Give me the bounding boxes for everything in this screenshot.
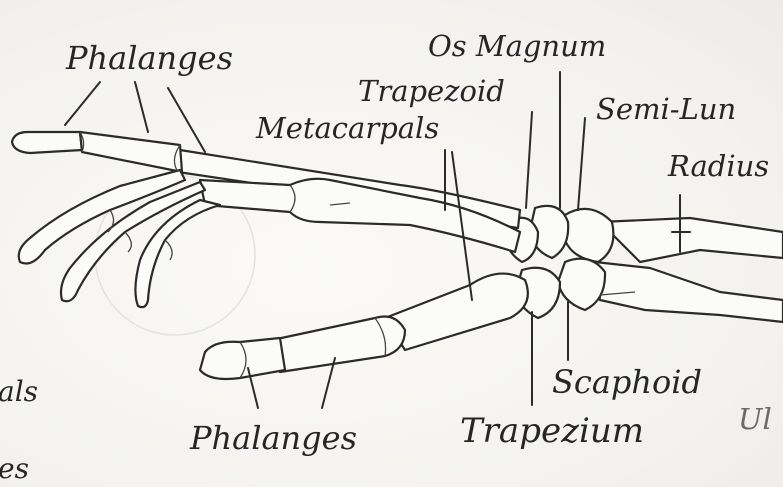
radius-bone: [600, 218, 783, 262]
metacarpal-middle: [200, 179, 520, 252]
label-trapezoid: Trapezoid: [358, 77, 505, 106]
finger-phalanx-top-1: [12, 132, 82, 153]
thumb-metacarpal: [385, 274, 528, 350]
label-left-als: als: [0, 378, 38, 406]
label-radius: Radius: [668, 152, 769, 181]
label-trapezium: Trapezium: [460, 414, 644, 448]
label-left-es: es: [0, 455, 29, 483]
label-ulna-partial: Ul: [738, 405, 772, 434]
label-metacarpals: Metacarpals: [256, 114, 439, 143]
ulna-bone: [595, 262, 783, 322]
label-os-magnum: Os Magnum: [428, 32, 606, 61]
label-phalanges-top: Phalanges: [66, 42, 233, 74]
label-scaphoid: Scaphoid: [552, 366, 702, 398]
label-semi-lunar: Semi-Lun: [596, 95, 736, 124]
finger-phalanx-top-2: [80, 132, 182, 172]
label-phalanges-bottom: Phalanges: [190, 422, 357, 454]
semi-lunar-bone: [565, 209, 613, 262]
scaphoid-bone: [558, 259, 605, 310]
